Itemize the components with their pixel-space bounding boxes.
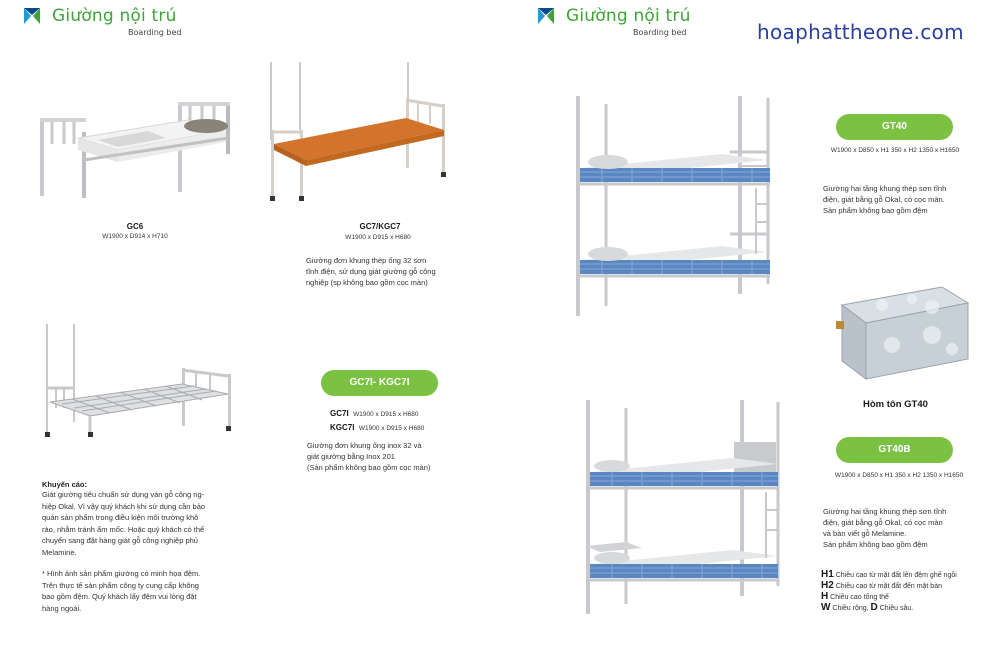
recommendation-paragraph: Giát giường tiêu chuẩn sử dụng ván gỗ cô…	[42, 490, 206, 557]
gc6-bed-image	[40, 102, 230, 198]
recommendation-note: Khuyến cáo: Giát giường tiêu chuẩn sử dụ…	[42, 480, 252, 614]
website-link[interactable]: hoaphattheone.com	[757, 20, 964, 44]
gc6-dimensions: W1900 x D914 x H710	[102, 233, 168, 240]
gc7i-model-badge: GC7I- KGC7I	[321, 370, 438, 396]
gt40b-bunk-bed-image	[586, 400, 780, 614]
page-title: Giường nội trú	[52, 6, 177, 26]
page-title: Giường nội trú	[566, 6, 691, 26]
gc7i-description: Giường đơn khung ống inox 32 và giát giư…	[307, 441, 431, 472]
gt40b-dimensions: W1900 x D850 x H1 350 x H2 1350 x H1650	[834, 472, 964, 479]
gc7-description: Giường đơn khung thép ống 32 sơn tĩnh đi…	[306, 256, 436, 287]
gt40-model-badge: GT40	[836, 114, 953, 140]
recommendation-title: Khuyến cáo:	[42, 480, 88, 489]
brand-logo-icon	[538, 8, 554, 24]
page-subtitle: Boarding bed	[633, 28, 687, 37]
page-subtitle: Boarding bed	[128, 28, 182, 37]
gc7i-bed-image	[45, 324, 231, 437]
gt40-bunk-bed-image	[576, 96, 770, 316]
gt40b-description: Giường hai tầng khung thép sơn tĩnh điện…	[823, 507, 947, 549]
mattress-disclaimer: * Hình ảnh sản phẩm giường có minh họa đ…	[42, 569, 201, 613]
gc7-model-name: GC7/KGC7	[359, 222, 401, 231]
gt40b-model-badge: GT40B	[836, 437, 953, 463]
gc6-model-name: GC6	[126, 222, 144, 231]
dimension-legend: H1 Chiều cao từ mặt đất lên đệm ghế ngồi…	[821, 569, 957, 613]
gc7-bed-image	[270, 62, 446, 201]
brand-logo-icon	[24, 8, 40, 24]
steel-box-image	[836, 286, 970, 380]
steel-box-label: Hòm tôn GT40	[863, 399, 928, 410]
gt40-dimensions: W1900 x D850 x H1 350 x H2 1350 x H1650	[830, 147, 960, 154]
gc7i-dimensions: GC7I W1900 x D915 x H680 KGC7I W1900 x D…	[330, 409, 425, 432]
gc7-dimensions: W1900 x D915 x H680	[345, 234, 411, 241]
gt40-description: Giường hai tầng khung thép sơn tĩnh điện…	[823, 184, 947, 215]
